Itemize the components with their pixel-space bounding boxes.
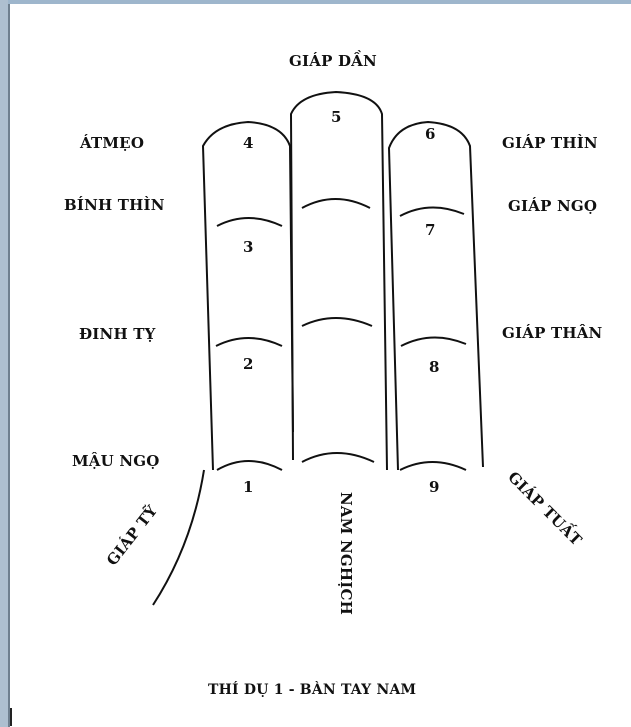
middle-finger-outline — [291, 92, 387, 470]
thumb-line — [153, 470, 204, 605]
right-joint-lower — [400, 462, 466, 470]
right-joint-upper — [400, 207, 464, 216]
label-right-1: GIÁP THÌN — [502, 134, 598, 152]
label-right-3: GIÁP THÂN — [502, 324, 602, 342]
caption: THÍ DỤ 1 - BÀN TAY NAM — [208, 682, 416, 698]
position-7-number: 7 — [425, 221, 435, 239]
position-4-number: 4 — [243, 134, 253, 152]
left-finger-outline — [203, 122, 293, 470]
left-joint-upper — [217, 218, 282, 226]
left-joint-lower — [217, 461, 282, 470]
middle-joint-upper — [302, 199, 370, 208]
middle-joint-middle — [302, 318, 372, 326]
label-left-1: ÁTMẸO — [80, 134, 144, 152]
position-3-number: 3 — [243, 238, 253, 256]
left-joint-middle — [216, 338, 282, 346]
position-8-number: 8 — [429, 358, 439, 376]
label-left-2: BÍNH THÌN — [64, 196, 165, 214]
position-5-number: 5 — [331, 108, 341, 126]
position-6-number: 6 — [425, 125, 435, 143]
right-joint-middle — [401, 337, 466, 346]
label-left-4: MẬU NGỌ — [72, 452, 160, 470]
label-center-vertical: NAM NGHỊCH — [337, 492, 355, 615]
label-right-2: GIÁP NGỌ — [508, 197, 597, 215]
position-2-number: 2 — [243, 355, 253, 373]
label-left-3: ĐINH TỴ — [79, 325, 156, 343]
middle-joint-lower — [302, 453, 374, 462]
label-top: GIÁP DẦN — [289, 52, 377, 70]
position-1-number: 1 — [243, 478, 253, 496]
right-finger-outline — [389, 122, 483, 470]
position-9-number: 9 — [429, 478, 439, 496]
